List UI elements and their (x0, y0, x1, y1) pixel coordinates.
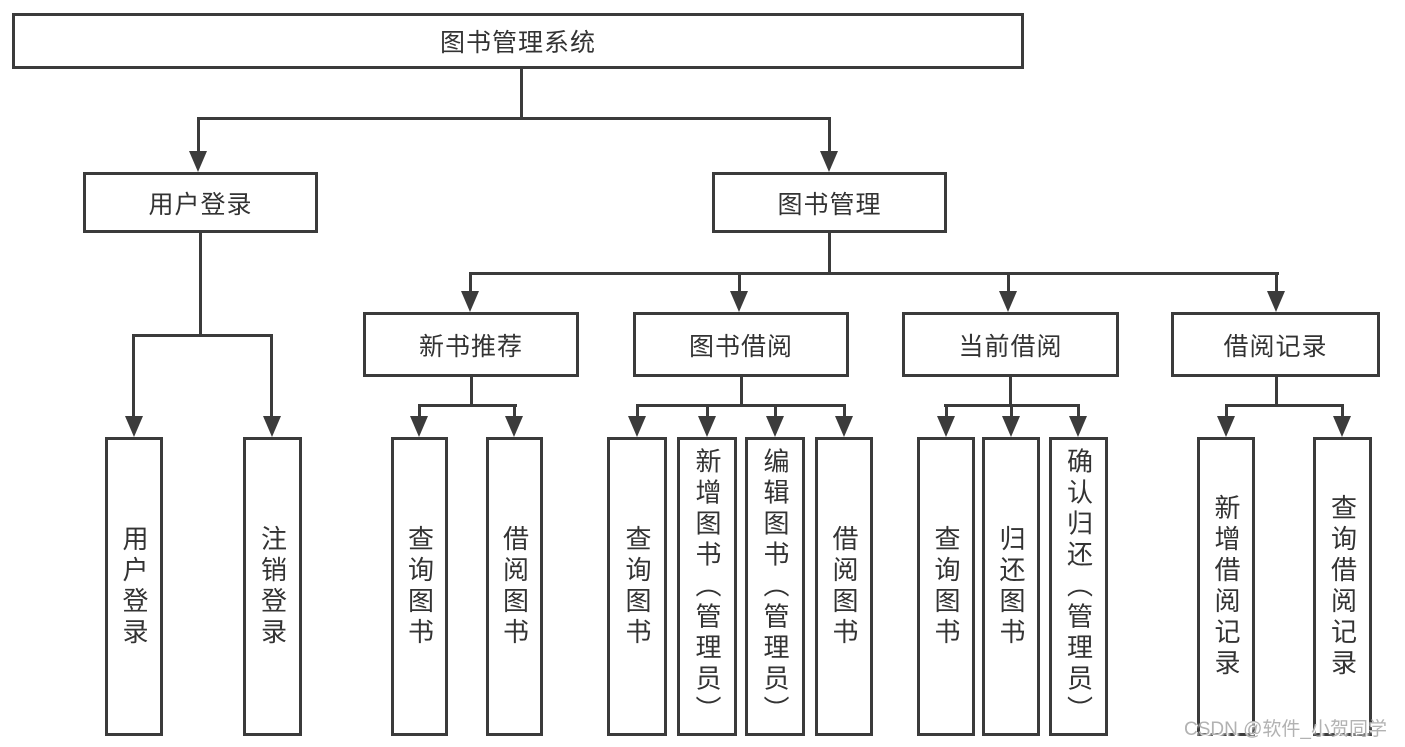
node-new-book-recommend-label: 新书推荐 (418, 332, 523, 361)
leaf-query-book-3-label: 查询图书 (931, 524, 961, 649)
node-book-borrow: 图书借阅 (633, 312, 849, 377)
connector-level2-rail (197, 117, 831, 120)
connector-book-borrow-rail (636, 404, 845, 407)
leaf-return-book-label: 归还图书 (996, 524, 1026, 649)
leaf-edit-book-admin-label: 编辑图书（管理员） (760, 447, 790, 726)
node-current-borrow-label: 当前借阅 (958, 332, 1063, 361)
leaf-query-book-3: 查询图书 (917, 437, 975, 736)
leaf-query-book-2-label: 查询图书 (622, 524, 652, 649)
arrow-down-icon (1217, 416, 1235, 437)
connector-borrow-records-rail (1225, 404, 1343, 407)
leaf-query-borrow-record: 查询借阅记录 (1313, 437, 1372, 736)
node-user-login-label: 用户登录 (148, 190, 253, 219)
connector-current-borrow-stub (1009, 377, 1012, 407)
leaf-query-book-1: 查询图书 (391, 437, 448, 736)
leaf-user-login-label: 用户登录 (119, 524, 149, 649)
arrow-down-icon (835, 416, 853, 437)
leaf-add-book-admin: 新增图书（管理员） (677, 437, 737, 736)
connector-to-book-borrow (738, 272, 741, 294)
connector-leaf (843, 404, 846, 419)
connector-leaf (1010, 404, 1013, 419)
connector-root-stub (520, 68, 523, 120)
node-book-borrow-label: 图书借阅 (688, 332, 793, 361)
connector-leaf (1341, 404, 1344, 419)
connector-book-management-stub (828, 233, 831, 275)
leaf-query-book-2: 查询图书 (607, 437, 667, 736)
arrow-down-icon (820, 151, 838, 172)
connector-leaf (774, 404, 777, 419)
connector-to-book-management (828, 117, 831, 155)
arrow-down-icon (1002, 416, 1020, 437)
connector-to-logout-leaf (270, 334, 273, 419)
connector-leaf (418, 404, 421, 419)
node-book-management: 图书管理 (712, 172, 947, 233)
leaf-borrow-book-2-label: 借阅图书 (829, 524, 859, 649)
leaf-query-borrow-record-label: 查询借阅记录 (1327, 493, 1358, 680)
connector-new-book-rail (418, 404, 517, 407)
connector-leaf (1225, 404, 1228, 419)
node-root: 图书管理系统 (12, 13, 1024, 69)
connector-user-login-rail (132, 334, 273, 337)
connector-level3-rail (469, 272, 1279, 275)
leaf-logout-label: 注销登录 (257, 524, 288, 649)
arrow-down-icon (189, 151, 207, 172)
arrow-down-icon (461, 291, 479, 312)
connector-borrow-records-stub (1275, 377, 1278, 407)
connector-user-login-stub (199, 233, 202, 337)
leaf-user-login: 用户登录 (105, 437, 163, 736)
leaf-confirm-return-admin-label: 确认归还（管理员） (1063, 447, 1094, 726)
leaf-add-book-admin-label: 新增图书（管理员） (692, 447, 722, 726)
node-user-login: 用户登录 (83, 172, 318, 233)
connector-new-book-stub (470, 377, 473, 407)
arrow-down-icon (937, 416, 955, 437)
arrow-down-icon (263, 416, 281, 437)
leaf-borrow-book-1: 借阅图书 (486, 437, 543, 736)
connector-leaf (513, 404, 516, 419)
leaf-add-borrow-record-label: 新增借阅记录 (1211, 493, 1241, 680)
arrow-down-icon (410, 416, 428, 437)
arrow-down-icon (125, 416, 143, 437)
leaf-logout: 注销登录 (243, 437, 302, 736)
connector-to-new-book (469, 272, 472, 294)
arrow-down-icon (999, 291, 1017, 312)
arrow-down-icon (698, 416, 716, 437)
arrow-down-icon (505, 416, 523, 437)
leaf-edit-book-admin: 编辑图书（管理员） (745, 437, 805, 736)
arrow-down-icon (628, 416, 646, 437)
connector-leaf (945, 404, 948, 419)
connector-book-borrow-stub (740, 377, 743, 407)
node-book-management-label: 图书管理 (777, 190, 882, 219)
connector-to-user-login (197, 117, 200, 155)
connector-leaf (706, 404, 709, 419)
connector-to-login-leaf (132, 334, 135, 419)
arrow-down-icon (1069, 416, 1087, 437)
leaf-borrow-book-1-label: 借阅图书 (499, 524, 530, 649)
arrow-down-icon (730, 291, 748, 312)
arrow-down-icon (1267, 291, 1285, 312)
leaf-borrow-book-2: 借阅图书 (815, 437, 873, 736)
connector-leaf (636, 404, 639, 419)
leaf-query-book-1-label: 查询图书 (404, 524, 435, 649)
arrow-down-icon (1333, 416, 1351, 437)
leaf-add-borrow-record: 新增借阅记录 (1197, 437, 1255, 736)
connector-to-current-borrow (1007, 272, 1010, 294)
csdn-watermark: CSDN @软件_小贺同学 (1184, 719, 1387, 740)
node-new-book-recommend: 新书推荐 (363, 312, 579, 377)
connector-leaf (1077, 404, 1080, 419)
node-borrow-records: 借阅记录 (1171, 312, 1380, 377)
node-borrow-records-label: 借阅记录 (1223, 332, 1328, 361)
node-current-borrow: 当前借阅 (902, 312, 1119, 377)
leaf-confirm-return-admin: 确认归还（管理员） (1049, 437, 1108, 736)
connector-to-borrow-records (1275, 272, 1278, 294)
leaf-return-book: 归还图书 (982, 437, 1040, 736)
arrow-down-icon (766, 416, 784, 437)
node-root-label: 图书管理系统 (439, 29, 596, 57)
